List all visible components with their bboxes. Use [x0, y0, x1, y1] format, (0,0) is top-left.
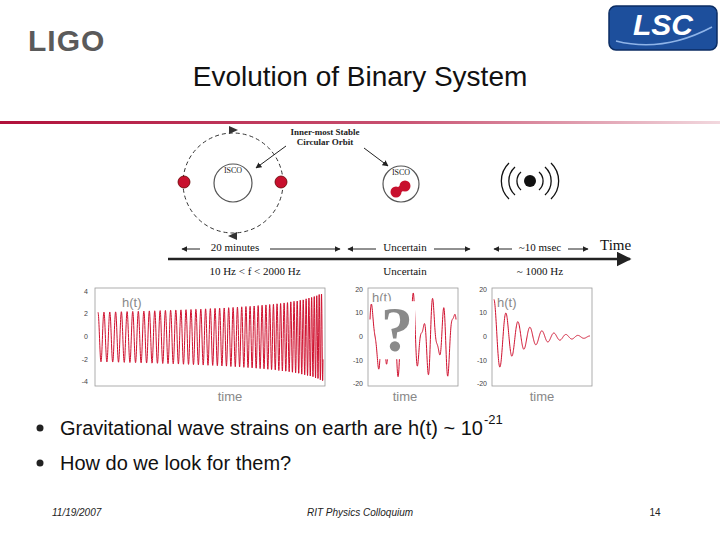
frequency-range: Uncertain — [383, 265, 426, 277]
tick-label: -4 — [82, 378, 88, 386]
time-span: Uncertain — [383, 241, 426, 253]
tick-label: 0 — [84, 333, 88, 341]
star — [275, 176, 287, 188]
axis-label: time — [530, 390, 555, 404]
question-mark: ? — [379, 301, 415, 359]
span-arrow — [348, 249, 376, 250]
bullet-text: Gravitational wave strains on earth are … — [60, 417, 483, 439]
span-arrow — [434, 249, 470, 250]
tick-label: 20 — [479, 286, 487, 294]
axis-label: time — [218, 390, 243, 404]
footer-date: 11/19/2007 — [52, 507, 101, 518]
axis-label: time — [393, 390, 418, 404]
logo-text: LIGO — [28, 24, 105, 57]
leader-arrow — [256, 146, 286, 168]
star — [178, 176, 190, 188]
plot-frame — [95, 288, 325, 386]
axis-label: h(t) — [122, 296, 142, 310]
isco-label: ISCO — [382, 165, 420, 177]
tick-label: -2 — [82, 356, 88, 364]
axis-label: h(t) — [497, 296, 517, 310]
isco-caption: Inner-most Stable Circular Orbit — [285, 128, 365, 148]
remnant — [524, 175, 536, 187]
bullet — [37, 425, 44, 432]
slide-title: Evolution of Binary System — [193, 62, 528, 93]
wave-arc — [501, 163, 558, 199]
time-span: ~10 msec — [519, 241, 561, 253]
span-arrow — [182, 249, 200, 250]
leader-arrow — [364, 148, 388, 166]
span-arrow — [568, 249, 588, 250]
tick-label: 10 — [479, 309, 487, 317]
frequency-range: 10 Hz < f < 2000 Hz — [209, 265, 300, 277]
tick-label: 4 — [84, 288, 88, 296]
tick-label: 0 — [483, 333, 487, 341]
time-span: 20 minutes — [211, 241, 260, 253]
title-rule — [0, 121, 720, 124]
tick-label: 0 — [359, 333, 363, 341]
inspiral-waveform — [98, 294, 323, 381]
tick-label: 20 — [355, 286, 363, 294]
isco-circle: ISCO — [382, 165, 420, 203]
time-axis — [168, 258, 630, 261]
footer-title: RIT Physics Colloquium — [307, 507, 413, 518]
isco-label: ISCO — [213, 163, 253, 175]
logo-text: LSC — [608, 5, 718, 45]
tick-label: -10 — [353, 357, 363, 365]
tick-label: 10 — [355, 309, 363, 317]
span-arrow — [494, 249, 512, 250]
axis-label: Time — [600, 237, 631, 254]
bullet-text: How do we look for them? — [60, 452, 291, 474]
orbit-arrow — [229, 126, 238, 134]
tick-label: -10 — [477, 357, 487, 365]
logo-box: LSC — [608, 5, 718, 51]
superscript: -21 — [484, 413, 503, 427]
tick-label: 2 — [84, 310, 88, 318]
orbit-path — [183, 133, 283, 233]
plot-frame — [368, 288, 458, 386]
span-arrow — [270, 249, 340, 250]
orbit-arrow — [228, 232, 237, 240]
isco-circle: ISCO — [213, 163, 253, 203]
bullet — [37, 460, 44, 467]
merger-waveform — [370, 293, 456, 377]
plot-frame — [492, 288, 592, 386]
page-number: 14 — [649, 507, 660, 518]
tick-label: -20 — [477, 380, 487, 388]
frequency-range: ~ 1000 Hz — [517, 265, 563, 277]
tick-label: -20 — [353, 380, 363, 388]
